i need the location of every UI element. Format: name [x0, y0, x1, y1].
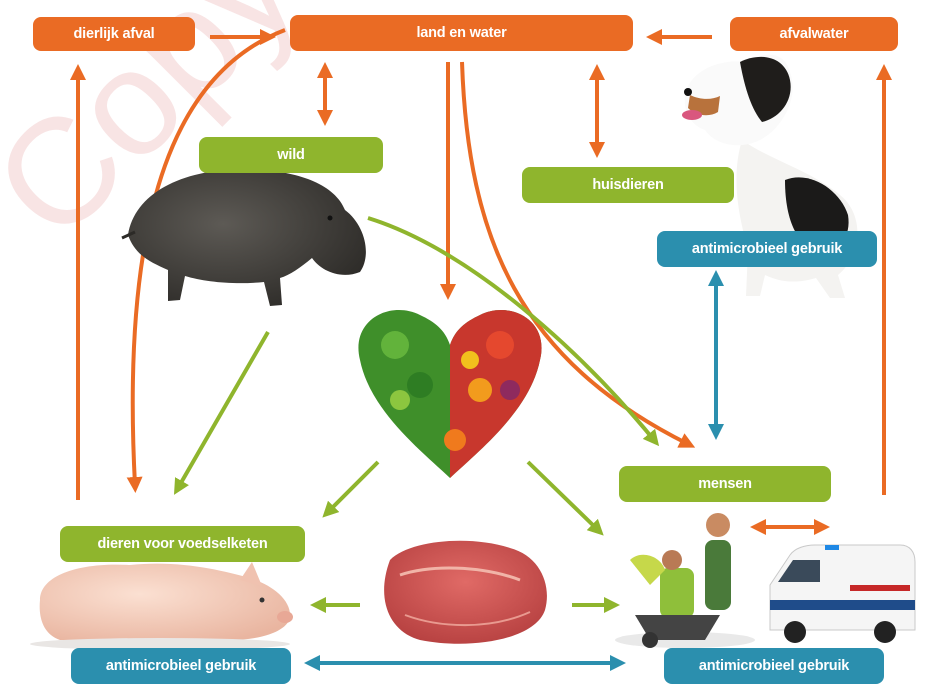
people-image: [615, 513, 755, 648]
node-afvalwater: afvalwater: [730, 17, 898, 51]
node-wild: wild: [199, 137, 383, 173]
node-antimicrobieel-huisdieren: antimicrobieel gebruik: [657, 231, 877, 267]
node-antimicrobieel-mensen: antimicrobieel gebruik: [664, 648, 884, 684]
node-dierlijk-afval: dierlijk afval: [33, 17, 195, 51]
ambulance-image: [770, 545, 915, 643]
node-dieren-voor-voedselketen: dieren voor voedselketen: [60, 526, 305, 562]
raw-meat-image: [384, 541, 547, 644]
node-antimicrobieel-dieren: antimicrobieel gebruik: [71, 648, 291, 684]
node-mensen: mensen: [619, 466, 831, 502]
arrow-wild-to-dieren: [178, 332, 268, 488]
arrow-voedsel-to-dieren: [328, 462, 378, 512]
arrow-voedsel-to-mensen: [528, 462, 598, 530]
node-land-en-water: land en water: [290, 15, 633, 51]
node-huisdieren: huisdieren: [522, 167, 734, 203]
vegetable-heart-image: [358, 310, 541, 478]
piglet-image: [30, 562, 293, 650]
